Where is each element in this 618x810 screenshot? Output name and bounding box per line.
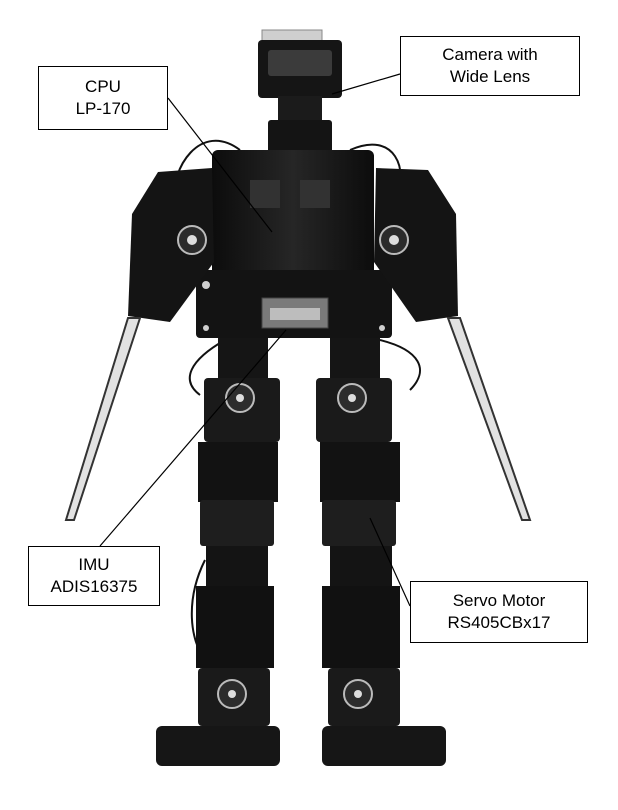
- servo-label: Servo Motor: [452, 591, 546, 610]
- camera-detail: Wide Lens: [449, 67, 531, 86]
- cpu-label: CPU: [85, 77, 121, 96]
- right-leg: [316, 338, 446, 766]
- cpu-model: LP-170: [75, 99, 131, 118]
- cpu-callout: CPU LP-170: [38, 66, 168, 130]
- camera-callout: Camera with Wide Lens: [400, 36, 580, 96]
- servo-leader-line: [369, 517, 411, 607]
- imu-label: IMU: [78, 555, 110, 574]
- leader-lines: [99, 73, 411, 607]
- left-leg: [156, 338, 280, 766]
- cpu-leader-line: [167, 97, 273, 233]
- camera-leader-line: [331, 73, 401, 95]
- servo-model: RS405CBx17: [447, 613, 551, 632]
- torso: [196, 150, 392, 338]
- left-arm: [64, 168, 214, 521]
- servo-callout: Servo Motor RS405CBx17: [410, 581, 588, 643]
- humanoid-robot-illustration: [64, 29, 532, 766]
- imu-callout: IMU ADIS16375: [28, 546, 160, 606]
- imu-model: ADIS16375: [50, 577, 138, 596]
- imu-leader-line: [99, 329, 287, 547]
- camera-label: Camera with: [442, 45, 538, 64]
- camera-head: [258, 29, 342, 154]
- right-arm: [374, 168, 532, 521]
